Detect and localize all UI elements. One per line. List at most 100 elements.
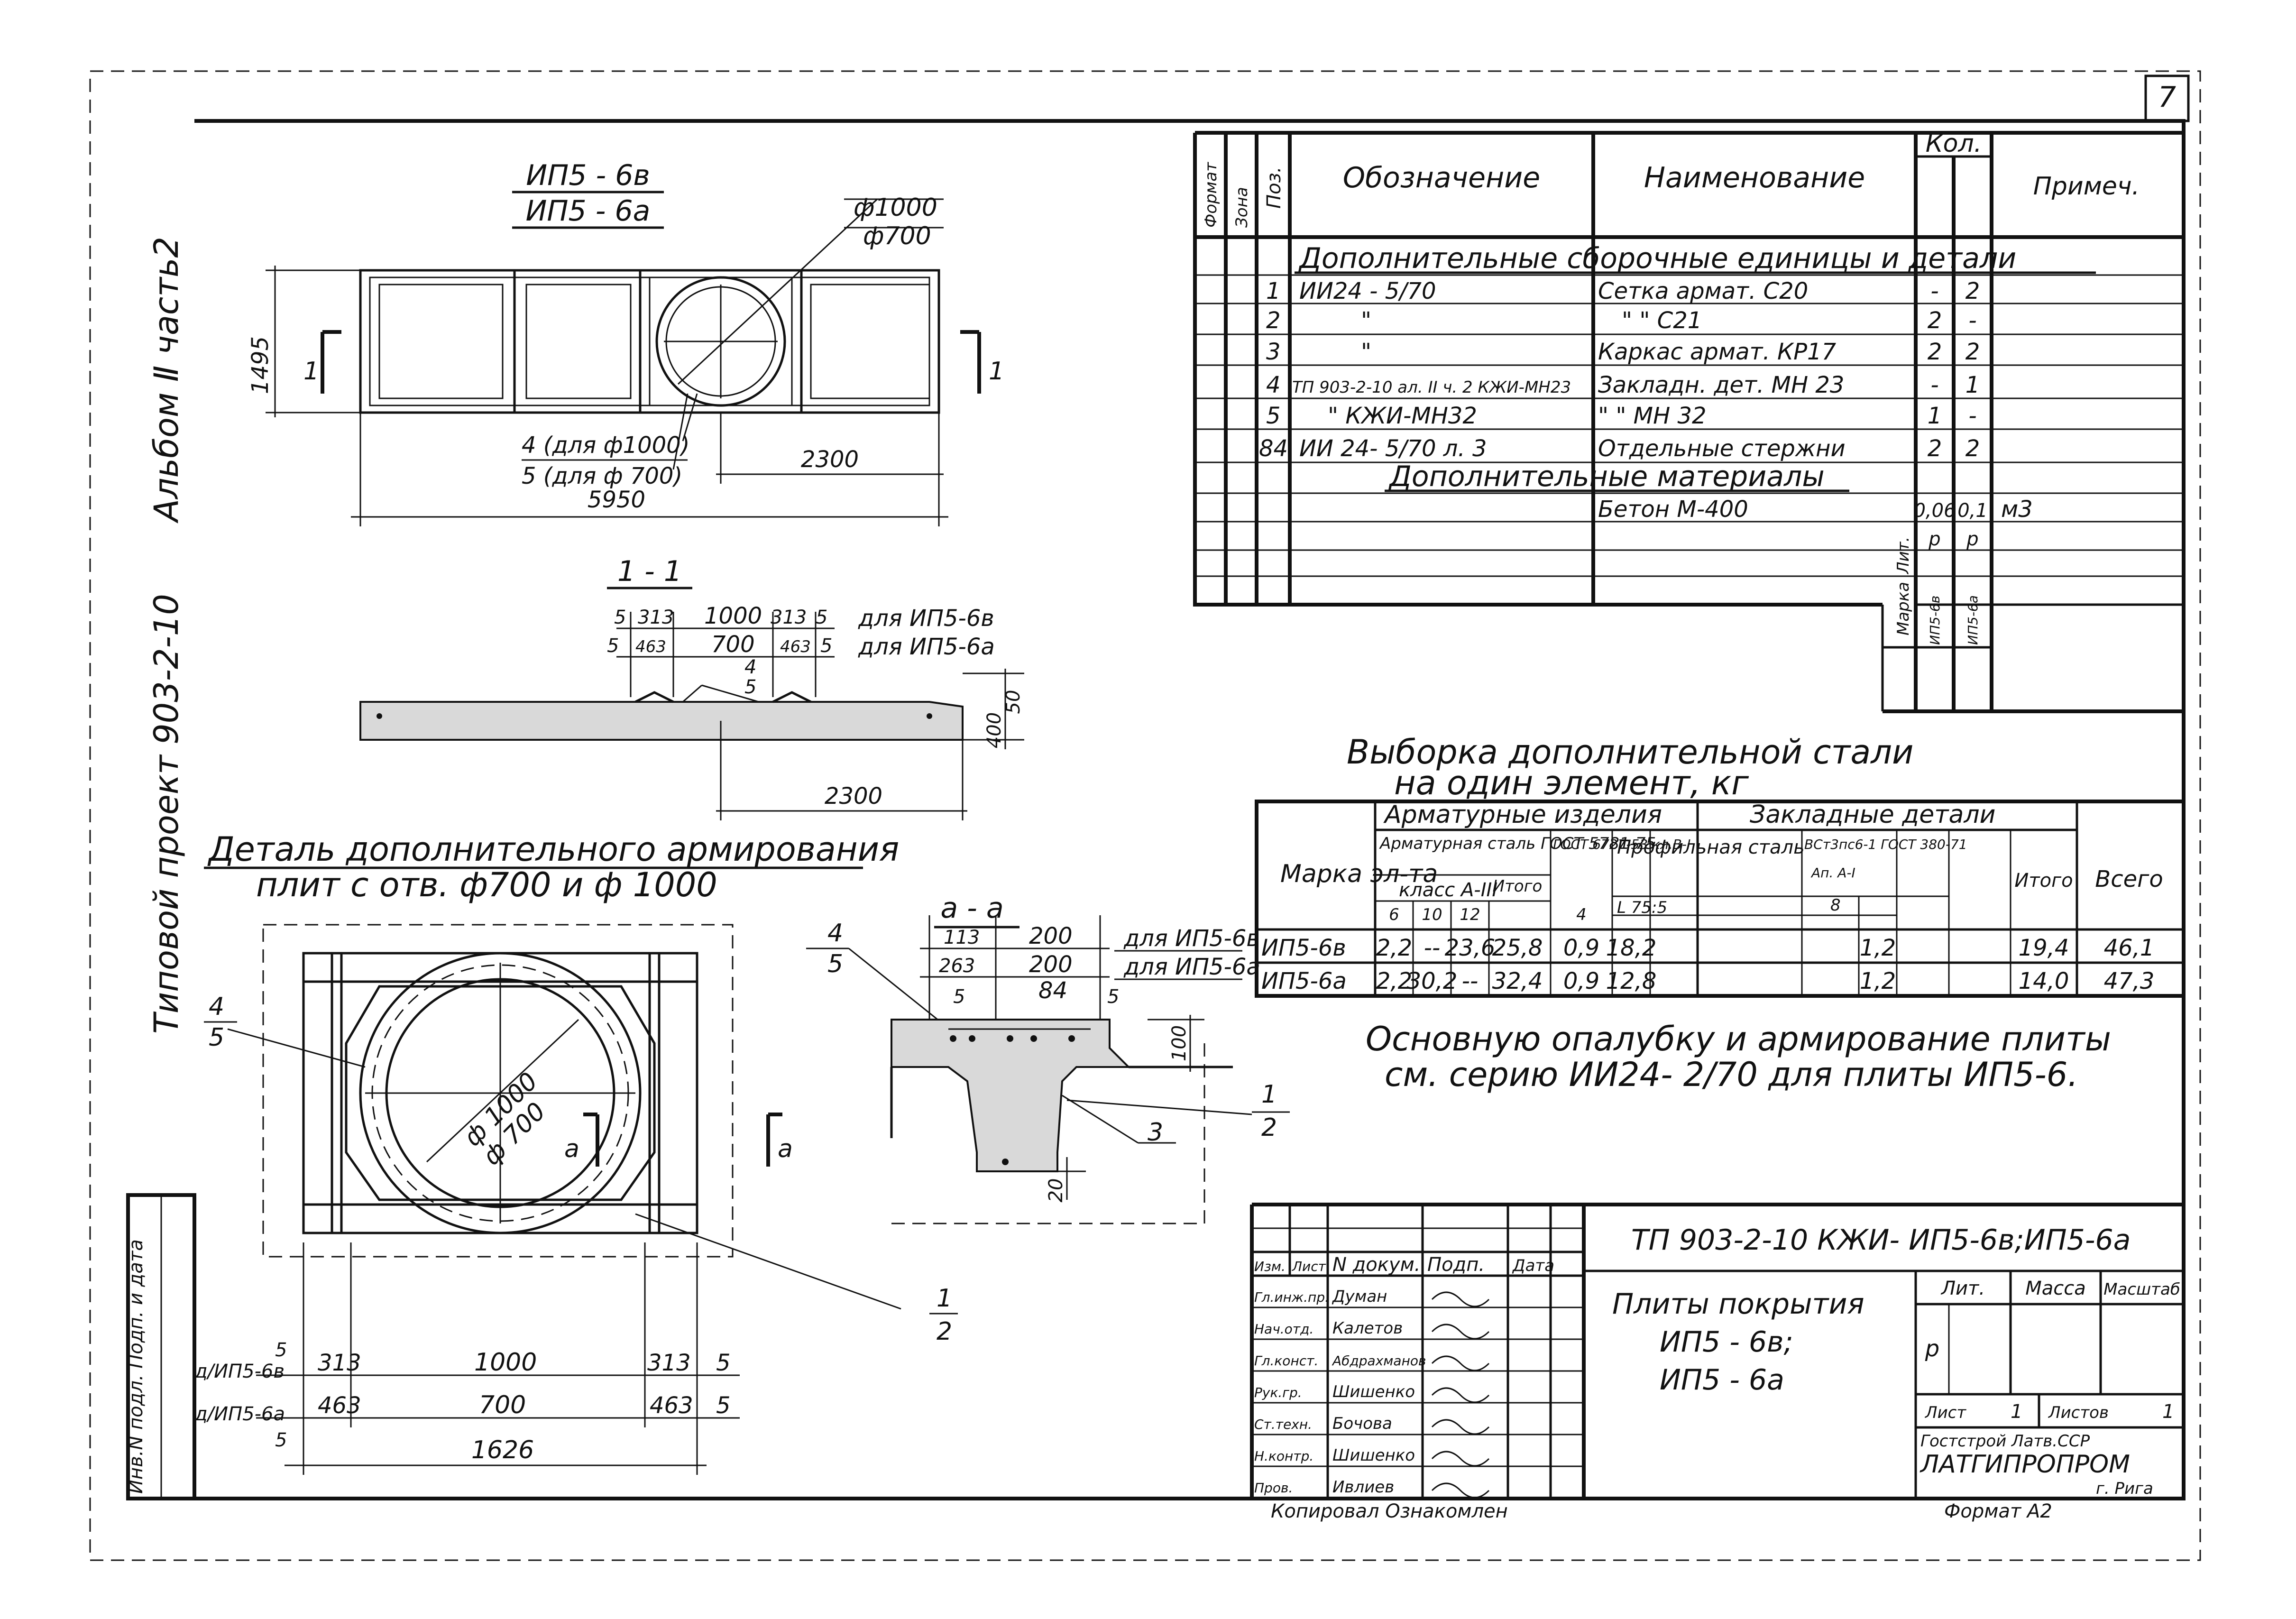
steel-row-a6: 2,2 <box>1376 935 1412 961</box>
detail-r1-d1000: 1000 <box>474 1348 537 1377</box>
tb-name-1: Плиты покрытия <box>1612 1288 1864 1321</box>
spec-row-pos: 1 <box>1266 278 1281 304</box>
detail-pos5: 5 <box>209 1023 224 1052</box>
steel-sub-itogo: Итого <box>1493 877 1543 896</box>
secaa-rib <box>891 1019 1131 1172</box>
spec-row-designation: ИИ 24- 5/70 л. 3 <box>1299 435 1487 462</box>
tb-role: Гл.инж.пр. <box>1254 1289 1329 1305</box>
section-1-1: 1 - 1 5 313 1000 313 5 для ИП5-6в 5 463 … <box>359 555 1024 820</box>
steel-row-itogo2: 14,0 <box>2019 968 2069 994</box>
plan-view: ИП5 - 6в ИП5 - 6а ф1000 ф700 1495 1 1 <box>247 159 1004 526</box>
detail-r2-d463b: 463 <box>650 1392 693 1419</box>
detail-five-top: 5 <box>275 1339 287 1361</box>
secaa-label1: для ИП5-6в <box>1123 925 1260 952</box>
detail-r2-d5: 5 <box>716 1392 731 1419</box>
detail-pos2: 2 <box>937 1317 952 1346</box>
note-line-2: см. серию ИИ24- 2/70 для плиты ИП5-6. <box>1385 1055 2078 1094</box>
sec11-d313b: 313 <box>771 607 807 628</box>
spec-head-format: Формат <box>1202 162 1221 228</box>
steel-row-mark: ИП5-6а <box>1261 968 1347 994</box>
spec-head-name: Наименование <box>1644 161 1865 194</box>
secaa-d100: 100 <box>1168 1025 1190 1061</box>
steel-sub-prof: Профильная сталь <box>1617 837 1805 858</box>
sec11-title: 1 - 1 <box>617 555 682 588</box>
steel-row-2: ИП5-6а 2,2 30,2 -- 32,4 0,9 12,8 1,2 14,… <box>1261 968 2154 994</box>
tb-lit-h: Лит. <box>1940 1278 1985 1299</box>
steel-row-1: ИП5-6в 2,2 -- 23,6 25,8 0,9 18,2 1,2 19,… <box>1261 935 2154 961</box>
inv-stamp: Инв.N подл. Подп. и дата <box>125 1239 147 1494</box>
secaa-pos2: 2 <box>1261 1113 1277 1142</box>
sec11-d1000: 1000 <box>704 603 762 629</box>
spec-material-note: м3 <box>2001 496 2033 523</box>
steel-row-itogo: 32,4 <box>1492 968 1543 994</box>
detail-five-bot: 5 <box>275 1429 287 1451</box>
spec-section1: Дополнительные сборочные единицы и детал… <box>1298 242 2016 275</box>
spec-mark1: ИП5-6в <box>1927 596 1943 645</box>
tb-sheet-h: Лист <box>1924 1403 1966 1422</box>
spec-row-q2: 2 <box>1965 278 1980 304</box>
plan-dia-700: ф700 <box>863 222 931 250</box>
tb-h-izm: Изм. <box>1254 1259 1286 1274</box>
spec-row-3: 3 " Каркас армат. КР17 2 2 <box>1266 339 1980 365</box>
sec11-label-bottom: для ИП5-6а <box>858 634 995 660</box>
tb-name: Думан <box>1332 1287 1387 1306</box>
spec-row-q1: 2 <box>1928 435 1942 462</box>
steel-sub-b4: 4 <box>1576 905 1587 924</box>
tb-copied: Копировал Ознакомлен <box>1271 1500 1508 1522</box>
tb-h-date: Дата <box>1512 1256 1554 1275</box>
detail-title-1: Деталь дополнительного армирования <box>207 830 899 869</box>
tb-name: Шишенко <box>1332 1382 1415 1401</box>
steel-row-b4: 0,9 <box>1563 968 1599 994</box>
spec-row-pos: 3 <box>1266 339 1281 365</box>
spec-row-name: Закладн. дет. МН 23 <box>1598 372 1844 398</box>
secaa-d84: 84 <box>1038 977 1067 1004</box>
secaa-pos1: 1 <box>1261 1080 1277 1109</box>
tb-name: Шишенко <box>1332 1446 1415 1465</box>
spec-row-name: " " С21 <box>1622 307 1702 334</box>
steel-row-a12: 23,6 <box>1445 935 1496 961</box>
steel-row-ak: 1,2 <box>1860 935 1896 961</box>
secaa-d20: 20 <box>1045 1178 1067 1203</box>
sec11-e5b: 5 <box>820 635 832 657</box>
spec-material-row: Бетон М-400 0,06 0,1 м3 <box>1598 496 2033 523</box>
sec11-e5a: 5 <box>607 635 619 657</box>
detail-total: 1626 <box>471 1436 534 1464</box>
spec-mark-label: Марка <box>1894 582 1913 635</box>
steel-row-mark: ИП5-6в <box>1261 935 1346 961</box>
tb-scale-h: Масштаб <box>2103 1280 2180 1299</box>
steel-row-ak: 1,2 <box>1860 968 1896 994</box>
detail-pos4: 4 <box>209 993 224 1021</box>
detail-title-2: плит с отв. ф700 и ф 1000 <box>256 865 717 904</box>
tb-role: Пров. <box>1254 1480 1293 1496</box>
steel-col-itogo: Итого <box>2014 870 2073 892</box>
sec11-slab <box>359 701 964 741</box>
steel-row-total: 46,1 <box>2104 935 2155 961</box>
steel-sub-a1: 6 <box>1389 905 1399 924</box>
steel-title-1: Выборка дополнительной стали <box>1347 733 1914 772</box>
spec-row-4: 4 ТП 903-2-10 ал. II ч. 2 КЖИ-МН23 Закла… <box>1266 372 1980 398</box>
spec-row-designation: " <box>1361 307 1371 334</box>
plan-cut-left: 1 <box>303 357 319 386</box>
steel-table <box>1255 800 2186 998</box>
steel-row-total: 47,3 <box>2104 968 2155 994</box>
spec-row-2: 2 " " " С21 2 - <box>1266 307 1977 334</box>
secaa-d263: 263 <box>939 955 975 977</box>
spec-row-q2: - <box>1968 403 1976 429</box>
spec-row-pos: 2 <box>1266 307 1281 334</box>
detail-cut-a-left: а <box>564 1135 579 1163</box>
spec-row-q2: - <box>1968 307 1976 334</box>
spec-row-designation: " КЖИ-МН32 <box>1328 403 1477 429</box>
tb-role: Н.контр. <box>1254 1448 1313 1464</box>
spec-row-q1: 1 <box>1928 403 1942 429</box>
spec-material-name: Бетон М-400 <box>1598 496 1748 523</box>
tb-org-3: г. Рига <box>2096 1479 2153 1498</box>
plan-opening-outer <box>655 276 786 407</box>
tb-org-1: Гостстрой Латв.ССР <box>1920 1432 2090 1451</box>
plan-height-dim: 1495 <box>247 336 274 394</box>
tb-code: ТП 903-2-10 КЖИ- ИП5-6в;ИП5-6а <box>1631 1223 2131 1257</box>
steel-row-itogo2: 19,4 <box>2019 935 2069 961</box>
spec-row-q2: 2 <box>1965 435 1980 462</box>
detail-pos1: 1 <box>937 1284 952 1313</box>
steel-title-2: на один элемент, кг <box>1394 764 1749 802</box>
spec-row-q1: 2 <box>1928 339 1942 365</box>
